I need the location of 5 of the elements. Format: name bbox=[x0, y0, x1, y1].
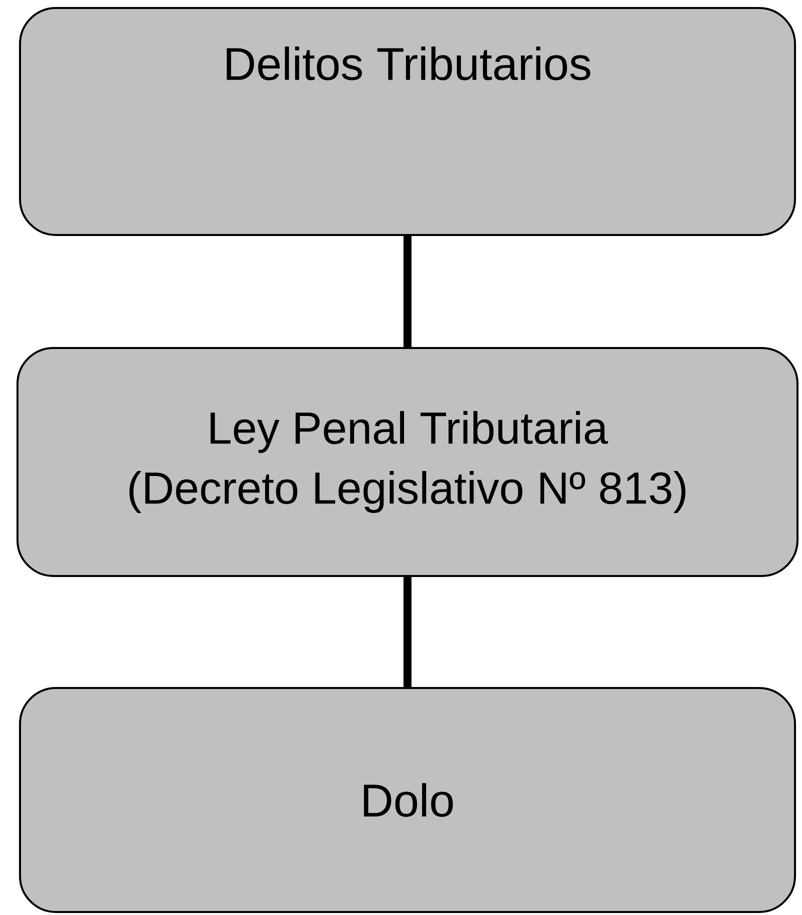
process-box: Ley Penal Tributaria (Decreto Legislativo Nº 813) bbox=[16, 347, 798, 577]
connector-line bbox=[404, 236, 412, 347]
process-box: Delitos Tributarios bbox=[19, 7, 796, 236]
connector-line bbox=[404, 577, 412, 687]
process-box: Dolo bbox=[19, 687, 796, 913]
